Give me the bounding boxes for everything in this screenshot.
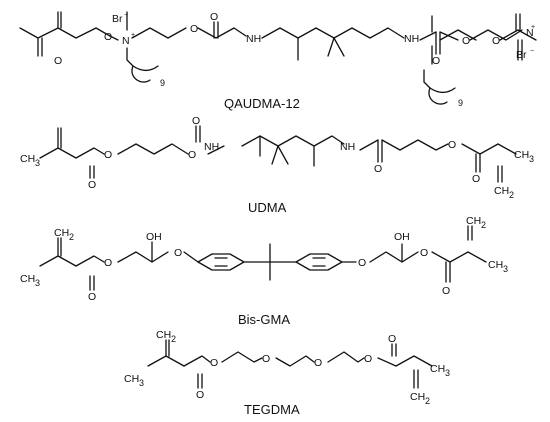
atom-ch3-label: CH xyxy=(124,373,139,385)
atom-br-label: Br xyxy=(516,49,527,61)
atom-nh-label: NH xyxy=(404,33,419,45)
atom-ch3-label: CH xyxy=(514,149,529,161)
atom-subscript: 2 xyxy=(481,220,486,230)
atom-o-label: O xyxy=(472,173,480,185)
atom-ch2-label: CH xyxy=(494,185,509,197)
atom-o-label: O xyxy=(192,115,200,127)
atom-o-label: O xyxy=(104,257,112,269)
atom-subscript: 2 xyxy=(69,232,74,242)
bis-gma-bonds xyxy=(39,225,487,291)
atom-nh-label: NH xyxy=(340,141,355,153)
atom-subscript: 3 xyxy=(139,378,144,388)
atom-o-label: O xyxy=(448,139,456,151)
atom-charge-label: − xyxy=(124,12,128,19)
atom-o-label: O xyxy=(54,55,62,67)
atom-nh-label: NH xyxy=(246,33,261,45)
chain-repeat-label: 9 xyxy=(160,78,165,88)
atom-o-label: O xyxy=(432,55,440,67)
atom-subscript: 2 xyxy=(171,334,176,344)
atom-ch2-label: CH xyxy=(54,227,69,239)
atom-o-label: O xyxy=(388,333,396,345)
atom-n-label: N xyxy=(526,27,534,39)
atom-o-label: O xyxy=(262,353,270,365)
atom-n-label: N xyxy=(122,35,130,47)
bis-gma-atom-labels: CH 2 CH 3 O O OH O O OH O O CH 2 CH 3 xyxy=(20,215,508,303)
atom-o-label: O xyxy=(462,35,470,47)
atom-o-label: O xyxy=(420,247,428,259)
structure-bis-gma: CH 2 CH 3 O O OH O O OH O O CH 2 CH 3 Bi… xyxy=(20,215,508,327)
compound-name: Bis-GMA xyxy=(238,312,290,327)
atom-o-label: O xyxy=(88,291,96,303)
atom-o-label: O xyxy=(364,353,372,365)
compound-name: UDMA xyxy=(248,200,287,215)
atom-o-label: O xyxy=(104,149,112,161)
atom-subscript: 2 xyxy=(425,396,430,406)
atom-subscript: 3 xyxy=(503,264,508,274)
atom-ch3-label: CH xyxy=(20,153,35,165)
qaudma-bonds xyxy=(19,11,537,105)
atom-ch3-label: CH xyxy=(488,259,503,271)
atom-charge-label: + xyxy=(131,32,135,39)
compound-name: QAUDMA-12 xyxy=(224,96,300,111)
structure-qaudma-12: O O Br − N + 9 O O NH NH O O N Br + − O … xyxy=(19,11,537,111)
atom-o-label: O xyxy=(210,11,218,23)
atom-o-label: O xyxy=(358,257,366,269)
atom-o-label: O xyxy=(104,31,112,43)
atom-nh-label: NH xyxy=(204,141,219,153)
atom-oh-label: OH xyxy=(146,231,162,243)
atom-o-label: O xyxy=(492,35,500,47)
structure-udma: CH 3 O O O O NH NH O O O CH 3 CH 2 UDMA xyxy=(20,115,534,215)
atom-o-label: O xyxy=(174,247,182,259)
atom-subscript: 3 xyxy=(529,154,534,164)
atom-o-label: O xyxy=(442,285,450,297)
atom-ch2-label: CH xyxy=(410,391,425,403)
atom-br-label: Br xyxy=(112,13,123,25)
atom-o-label: O xyxy=(190,23,198,35)
tegdma-atom-labels: CH 2 CH 3 O O O O O O CH 3 CH 2 xyxy=(124,329,450,406)
atom-o-label: O xyxy=(88,179,96,191)
atom-o-label: O xyxy=(210,357,218,369)
atom-o-label: O xyxy=(196,389,204,401)
compound-name: TEGDMA xyxy=(244,402,300,417)
chain-repeat-label: 9 xyxy=(458,98,463,108)
atom-o-label: O xyxy=(374,163,382,175)
atom-ch3-label: CH xyxy=(430,363,445,375)
atom-subscript: 3 xyxy=(445,368,450,378)
atom-ch2-label: CH xyxy=(156,329,171,341)
udma-bonds xyxy=(39,125,517,183)
atom-o-label: O xyxy=(314,357,322,369)
qaudma-atom-labels: O O Br − N + 9 O O NH NH O O N Br + − O … xyxy=(54,11,535,108)
udma-atom-labels: CH 3 O O O O NH NH O O O CH 3 CH 2 xyxy=(20,115,534,200)
atom-subscript: 2 xyxy=(509,190,514,200)
atom-subscript: 3 xyxy=(35,278,40,288)
structure-tegdma: CH 2 CH 3 O O O O O O CH 3 CH 2 TEGDMA xyxy=(124,329,450,417)
atom-charge-label: − xyxy=(530,48,534,55)
atom-charge-label: + xyxy=(531,24,535,31)
atom-o-label: O xyxy=(188,149,196,161)
atom-subscript: 3 xyxy=(35,158,40,168)
atom-oh-label: OH xyxy=(394,231,410,243)
atom-ch3-label: CH xyxy=(20,273,35,285)
tegdma-bonds xyxy=(147,339,433,389)
atom-ch2-label: CH xyxy=(466,215,481,227)
